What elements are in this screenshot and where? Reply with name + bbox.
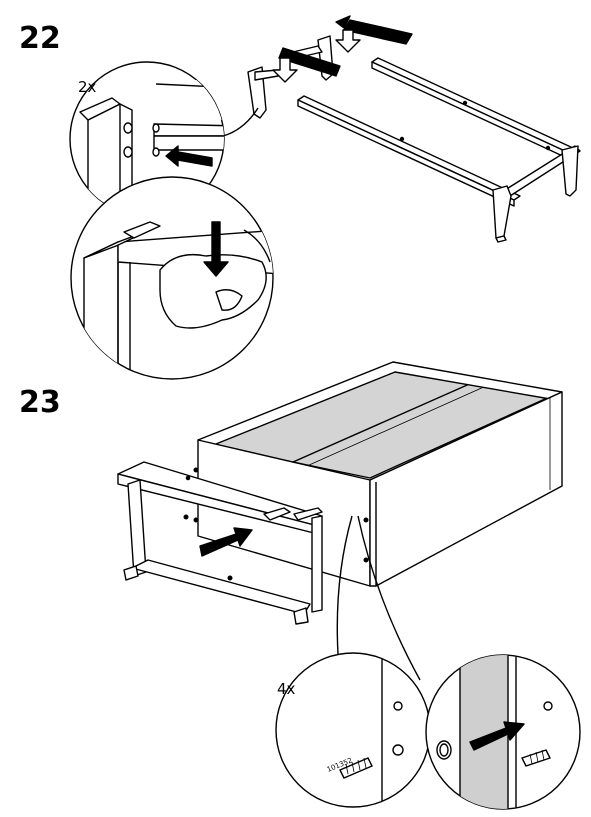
drawer-box [193,361,563,587]
arrow-icon [335,15,413,45]
detail-bubble-hand-press [70,176,274,380]
arrow-icon [278,47,341,77]
step-number: 23 [19,385,61,420]
detail-bubble-insert [425,654,581,810]
bed-frame-assembly [297,57,581,243]
step-23-illustration [117,361,581,810]
step-22-illustration [69,15,581,380]
quantity-label: 4x [277,680,296,698]
front-panel-frame [117,461,323,625]
detail-bubble-dowels [275,652,431,808]
quantity-label: 2x [78,78,97,96]
step-number: 22 [19,21,61,56]
arrow-icon [199,527,253,557]
arrow-down-icon [272,29,361,83]
